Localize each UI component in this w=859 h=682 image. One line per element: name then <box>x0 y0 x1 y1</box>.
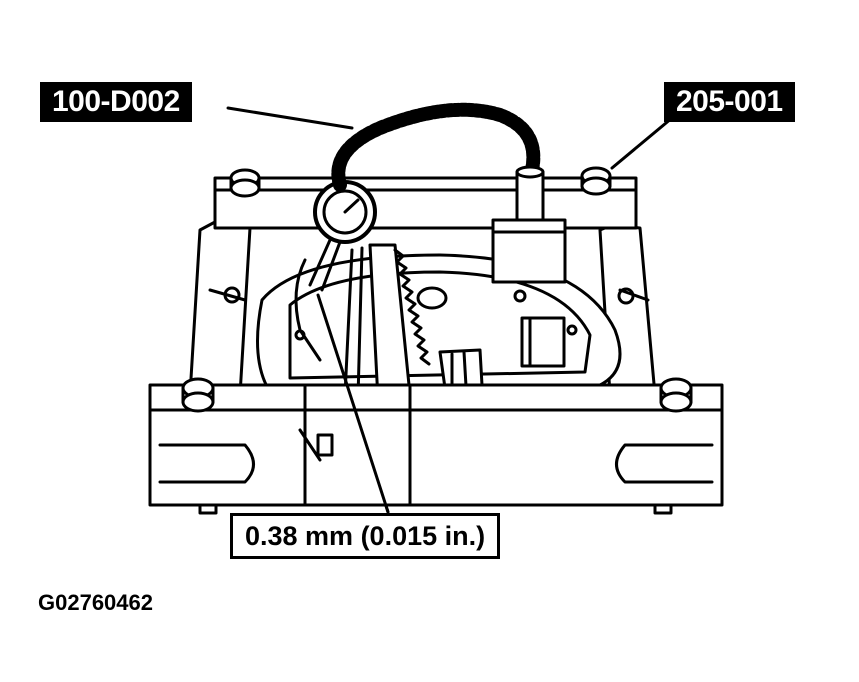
callout-holding-fixture: 205-001 <box>664 82 795 122</box>
magnetic-base <box>491 165 567 284</box>
flexible-arm <box>331 102 541 192</box>
leader-line-205-001 <box>610 116 674 170</box>
callout-measurement: 0.38 mm (0.015 in.) <box>230 513 501 559</box>
front-crossbar <box>148 377 724 515</box>
figure-id: G02760462 <box>38 590 153 615</box>
callout-dial-indicator: 100-D002 <box>40 82 192 122</box>
leader-line-100-d002 <box>226 106 354 130</box>
top-crossbar <box>213 166 638 230</box>
